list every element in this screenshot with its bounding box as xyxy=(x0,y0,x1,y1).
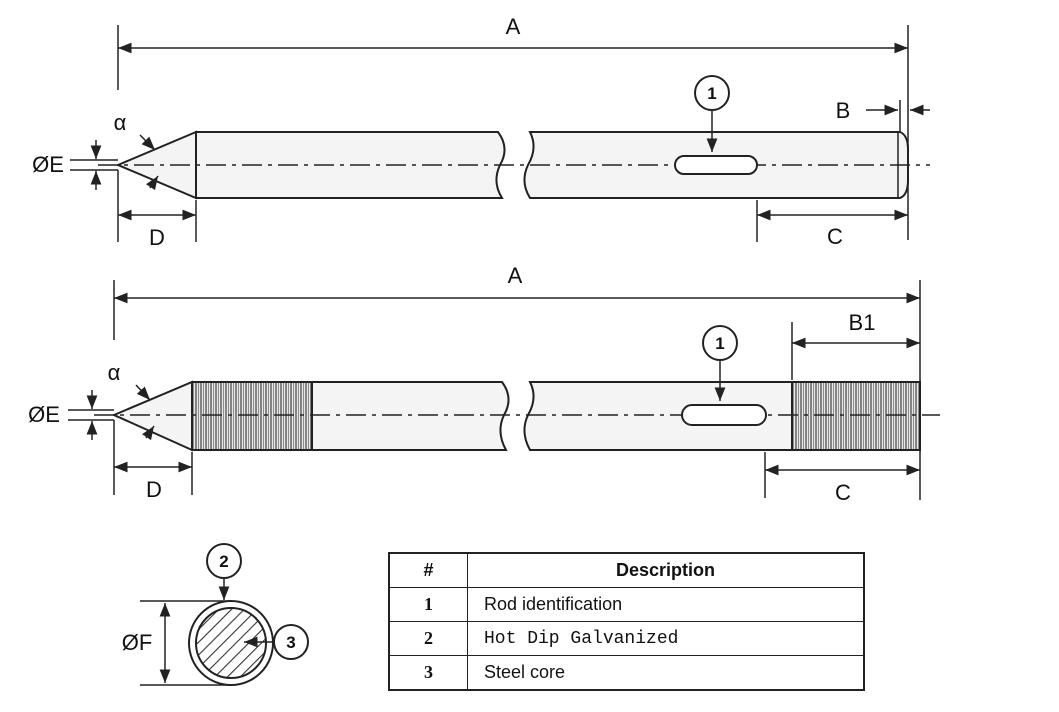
table-row: 1 Rod identification xyxy=(388,587,865,622)
legend-header-description: Description xyxy=(467,552,865,588)
legend-row-description: Steel core xyxy=(467,655,865,691)
steel-core xyxy=(195,607,267,679)
table-row: 3 Steel core xyxy=(388,655,865,691)
identification-mark-2 xyxy=(681,404,767,426)
dim-label-a2: A xyxy=(508,263,523,288)
cross-section: ØF 2 3 xyxy=(122,543,309,686)
legend-row-description: Hot Dip Galvanized xyxy=(467,621,865,656)
thread-left xyxy=(191,381,313,451)
table-row: 2 Hot Dip Galvanized xyxy=(388,621,865,656)
callout-number-2: 2 xyxy=(219,552,228,571)
legend-table: # Description 1 Rod identification 2 Hot… xyxy=(388,552,865,691)
dim-label-b1: B1 xyxy=(849,310,876,335)
dim-label-d: D xyxy=(149,225,165,250)
dim-label-c: C xyxy=(827,224,843,249)
angle-label: α xyxy=(114,110,127,135)
legend-row-description: Rod identification xyxy=(467,587,865,622)
legend-header-row: # Description xyxy=(388,552,865,588)
dim-label-b: B xyxy=(836,98,851,123)
dim-label-a: A xyxy=(506,14,521,39)
dim-label-d2: D xyxy=(146,477,162,502)
legend-header-number: # xyxy=(388,552,468,588)
legend-row-number: 2 xyxy=(388,621,468,656)
identification-mark xyxy=(674,155,758,175)
legend-row-number: 3 xyxy=(388,655,468,691)
threaded-rod: A 1 B1 C D xyxy=(28,263,940,505)
dim-label-f: ØF xyxy=(122,630,153,655)
plain-rod: A 1 B C D ØE xyxy=(32,14,930,250)
dim-label-e2: ØE xyxy=(28,402,60,427)
callout-number-1: 1 xyxy=(707,84,716,103)
angle-label-2: α xyxy=(108,360,121,385)
threaded-rod-tip xyxy=(111,380,193,452)
dim-label-e: ØE xyxy=(32,152,64,177)
callout-number-3: 3 xyxy=(286,633,295,652)
thread-right xyxy=(791,381,921,451)
legend-row-number: 1 xyxy=(388,587,468,622)
threaded-rod-body-left xyxy=(311,381,510,451)
dim-label-c2: C xyxy=(835,480,851,505)
callout-number-1b: 1 xyxy=(715,334,724,353)
